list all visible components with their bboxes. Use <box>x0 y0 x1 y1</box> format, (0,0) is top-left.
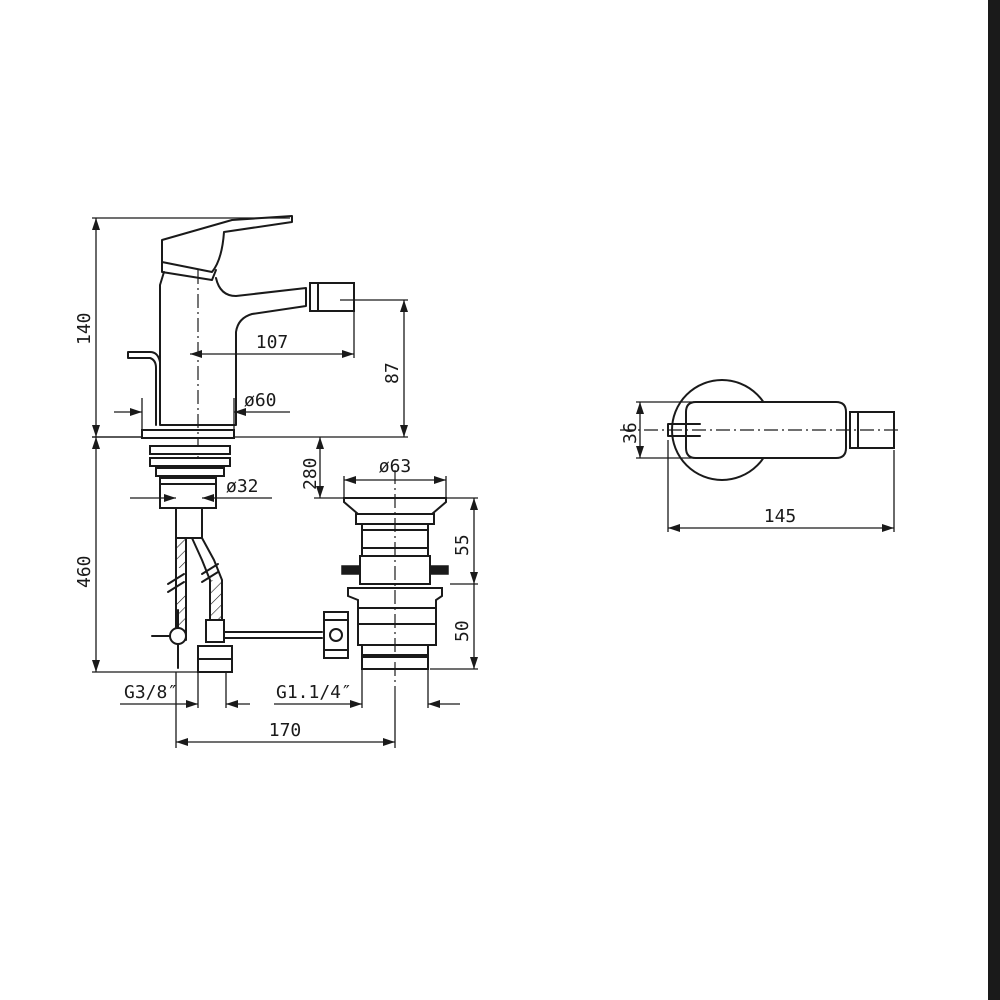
faucet-body <box>159 271 307 426</box>
dim-label-280: 280 <box>300 457 321 490</box>
mounting-nut <box>159 477 217 509</box>
dim-height-87: 87 <box>234 299 408 438</box>
dim-top-36: 36 <box>620 401 696 459</box>
dim-label-460: 460 <box>74 555 95 588</box>
dim-diameter-63: ø63 <box>343 456 447 498</box>
waste-assembly <box>323 470 449 700</box>
dim-label-d32: ø32 <box>226 476 259 497</box>
dim-hose-460: 460 <box>74 436 198 673</box>
faucet-side-view <box>127 215 355 539</box>
base-plate <box>141 429 235 439</box>
popup-rod <box>127 351 161 426</box>
bidet-nozzle <box>309 282 355 312</box>
dim-label-87: 87 <box>382 362 403 384</box>
dim-center-170: 170 <box>175 672 396 748</box>
dim-height-140: 140 <box>74 217 290 438</box>
faucet-top-view <box>620 379 900 481</box>
dim-label-50: 50 <box>452 620 473 642</box>
dim-waste-thread: G1.1/4″ <box>274 669 460 708</box>
dim-max-deck-280: 280 <box>300 437 344 499</box>
dim-diameter-60: ø60 <box>114 390 290 430</box>
dim-label-g38: G3/8″ <box>124 682 178 703</box>
dim-reach-107: 107 <box>190 312 355 358</box>
dim-label-145: 145 <box>764 506 797 527</box>
dim-label-170: 170 <box>269 720 302 741</box>
dim-label-g114: G1.1/4″ <box>276 682 352 703</box>
dim-diameter-32: ø32 <box>130 476 272 502</box>
dim-label-107: 107 <box>256 332 289 353</box>
flexible-hoses <box>151 537 233 673</box>
dim-label-140: 140 <box>74 312 95 345</box>
dim-top-145: 145 <box>667 440 895 532</box>
dim-label-d60: ø60 <box>244 390 277 411</box>
dim-label-36: 36 <box>620 422 641 444</box>
dim-waste-50: 50 <box>430 584 478 670</box>
dim-inlet-thread: G3/8″ <box>120 672 250 708</box>
dim-label-d63: ø63 <box>379 456 412 477</box>
page-right-border <box>988 0 1000 1000</box>
dim-waste-55: 55 <box>446 497 478 585</box>
lever-handle-base <box>161 261 217 281</box>
lever-handle <box>161 215 293 273</box>
dim-label-55: 55 <box>452 534 473 556</box>
